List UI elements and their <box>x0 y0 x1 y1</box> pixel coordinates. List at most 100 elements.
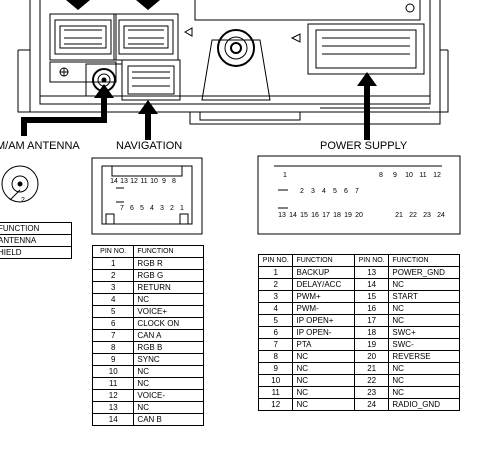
function-cell: RETURN <box>133 281 204 294</box>
pin-cell: 10 <box>91 365 135 378</box>
pin-number: 9 <box>393 172 397 179</box>
pin-cell: 11 <box>257 386 294 399</box>
power-connector-on-radio <box>290 23 425 75</box>
function-cell: POWER_GND <box>388 266 460 279</box>
function-cell: RADIO_GND <box>388 398 460 411</box>
power-arrow-head <box>357 72 377 86</box>
pin-cell: 19 <box>353 338 390 351</box>
power-connector-face <box>257 155 461 235</box>
pin-number: 6 <box>344 188 348 195</box>
pin-number: 8 <box>379 172 383 179</box>
pin-cell: 3 <box>257 290 294 303</box>
pin-number: 11 <box>140 178 148 185</box>
pin-number: 12 <box>130 178 138 185</box>
pin-cell: 20 <box>353 350 390 363</box>
pin-cell: 9 <box>257 362 294 375</box>
pin-cell: 17 <box>353 314 390 327</box>
function-header: FUNCTION <box>388 254 460 267</box>
antenna-pin-label: 2 <box>21 197 25 204</box>
pin-number: 4 <box>322 188 326 195</box>
function-cell: SWC+ <box>388 326 460 339</box>
pin-cell: 11 <box>91 377 135 390</box>
function-header: FUNCTION <box>292 254 355 267</box>
pin-number: 3 <box>311 188 315 195</box>
function-cell: CAN A <box>133 329 204 342</box>
function-cell: PWM- <box>292 302 355 315</box>
antenna-function-cell: HIELD <box>0 246 72 259</box>
function-cell: NC <box>388 278 460 291</box>
function-cell: BACKUP <box>292 266 355 279</box>
antenna-function-cell: ANTENNA <box>0 234 72 247</box>
pin-number: 13 <box>278 212 286 219</box>
function-cell: NC <box>133 293 204 306</box>
function-cell: CAN B <box>133 413 204 426</box>
pin-cell: 16 <box>353 302 390 315</box>
pin-number: 14 <box>110 178 118 185</box>
function-cell: NC <box>133 401 204 414</box>
pin-cell: 9 <box>91 353 135 366</box>
function-cell: NC <box>388 386 460 399</box>
pin-header: PIN NO. <box>257 254 294 267</box>
pin-cell: 6 <box>91 317 135 330</box>
pin-cell: 8 <box>91 341 135 354</box>
pin-cell: 18 <box>353 326 390 339</box>
pin-number: 2 <box>300 188 304 195</box>
function-cell: NC <box>388 302 460 315</box>
pin-number: 12 <box>433 172 441 179</box>
pin-number: 8 <box>172 178 176 185</box>
pin-cell: 12 <box>257 398 294 411</box>
pin-cell: 15 <box>353 290 390 303</box>
table-row: ANTENNA <box>0 234 72 247</box>
function-cell: NC <box>292 362 355 375</box>
pin-number: 23 <box>423 212 431 219</box>
function-cell: IP OPEN- <box>292 326 355 339</box>
pin-number: 17 <box>322 212 330 219</box>
pin-cell: 14 <box>353 278 390 291</box>
pin-number: 20 <box>355 212 363 219</box>
pin-number: 18 <box>333 212 341 219</box>
table-header-row: PIN NO. FUNCTION PIN NO. FUNCTION <box>257 254 460 267</box>
pin-cell: 12 <box>91 389 135 402</box>
pin-cell: 21 <box>353 362 390 375</box>
pin-number: 2 <box>170 205 174 212</box>
function-cell: SWC- <box>388 338 460 351</box>
function-cell: NC <box>292 386 355 399</box>
pin-cell: 4 <box>257 302 294 315</box>
pin-number: 21 <box>395 212 403 219</box>
function-cell: START <box>388 290 460 303</box>
function-cell: NC <box>133 377 204 390</box>
function-cell: RGB B <box>133 341 204 354</box>
ground-stud <box>201 29 271 101</box>
function-cell: PWM+ <box>292 290 355 303</box>
pin-cell: 5 <box>91 305 135 318</box>
pin-number: 7 <box>355 188 359 195</box>
pin-number: 13 <box>120 178 128 185</box>
navigation-arrow-head <box>138 100 158 114</box>
pin-cell: 13 <box>91 401 135 414</box>
function-cell: PTA <box>292 338 355 351</box>
function-cell: NC <box>292 350 355 363</box>
table-row: HIELD <box>0 246 72 259</box>
pin-cell: 1 <box>257 266 294 279</box>
antenna-socket-on-radio <box>59 63 123 97</box>
function-cell: DELAY/ACC <box>292 278 355 291</box>
